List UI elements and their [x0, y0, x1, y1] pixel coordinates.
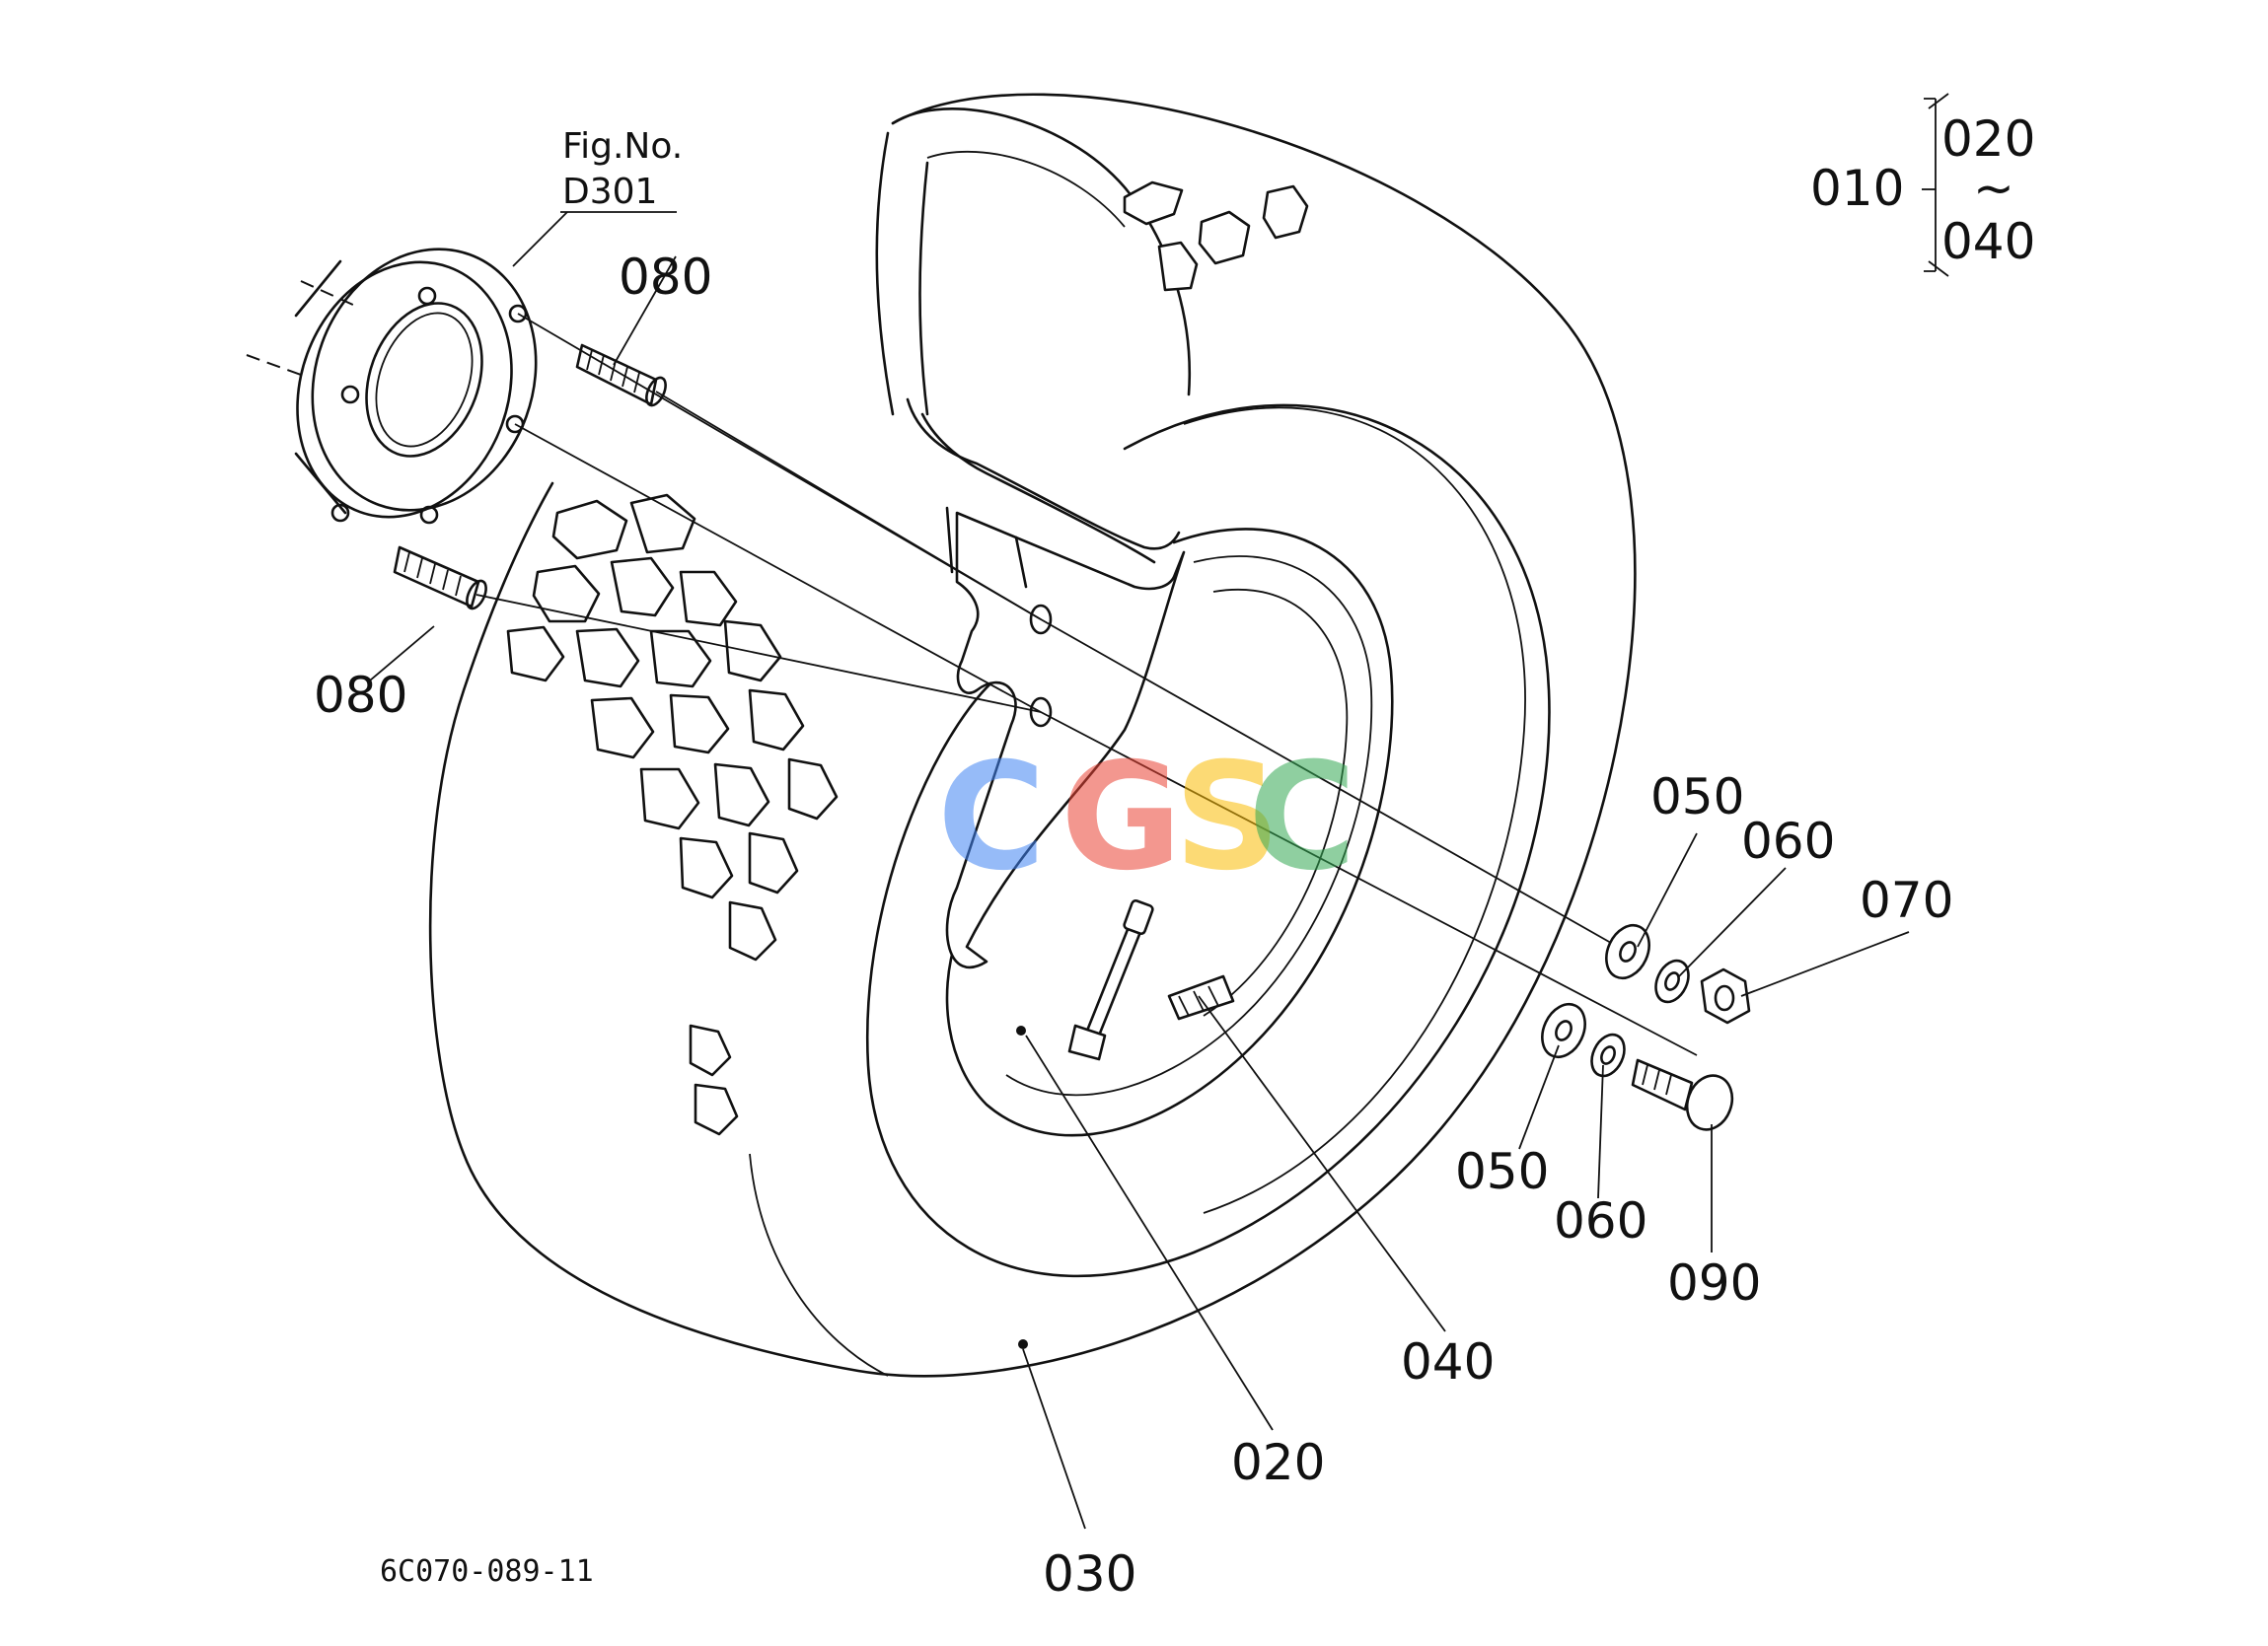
lockwasher-top — [1654, 959, 1690, 1004]
callout-washer-bottom: 050 — [1455, 1143, 1549, 1200]
callout-washer-top: 050 — [1650, 768, 1744, 825]
watermark-logo: C G S C — [937, 732, 1356, 903]
callout-nut: 070 — [1860, 872, 1953, 929]
callout-lockwasher-bottom: 060 — [1554, 1192, 1647, 1250]
watermark-letter: G — [1061, 732, 1182, 903]
callout-tire: 030 — [1043, 1545, 1136, 1603]
assembly-range-start: 020 — [1941, 110, 2035, 168]
stud-top — [575, 343, 667, 407]
callout-valve: 040 — [1401, 1333, 1495, 1391]
watermark-letter: S — [1174, 732, 1280, 903]
drawing-code: 6C070-089-11 — [380, 1554, 594, 1589]
rim — [906, 397, 1394, 1137]
assembly-parent: 010 — [1810, 160, 1904, 217]
nut — [1700, 967, 1751, 1025]
washer-bottom — [1541, 1002, 1586, 1059]
tread-pattern — [506, 493, 839, 1136]
stud-bottom — [393, 545, 487, 610]
leader-lines — [369, 211, 1910, 1530]
tire-outline — [428, 93, 1637, 1378]
assembly-range-end: 040 — [1941, 213, 2035, 270]
assembly-range: 010 020 ~ 040 — [1810, 93, 2035, 277]
callout-stud-top: 080 — [619, 249, 712, 306]
callout-bolt: 090 — [1667, 1254, 1761, 1312]
bolt — [1631, 1058, 1734, 1131]
callout-lockwasher-top: 060 — [1741, 813, 1835, 870]
callout-rim: 020 — [1231, 1434, 1325, 1491]
fig-no-value: D301 — [562, 172, 657, 212]
watermark-letter: C — [937, 732, 1046, 903]
valve-stem — [1067, 898, 1235, 1061]
hub-flange — [246, 248, 538, 525]
watermark-letter: C — [1248, 732, 1356, 903]
washer-top — [1605, 923, 1650, 980]
callout-stud-bottom: 080 — [314, 667, 407, 724]
assembly-range-sep: ~ — [1973, 160, 2014, 217]
fig-no-label: Fig.No. — [562, 126, 683, 167]
lockwasher-bottom — [1590, 1033, 1626, 1078]
